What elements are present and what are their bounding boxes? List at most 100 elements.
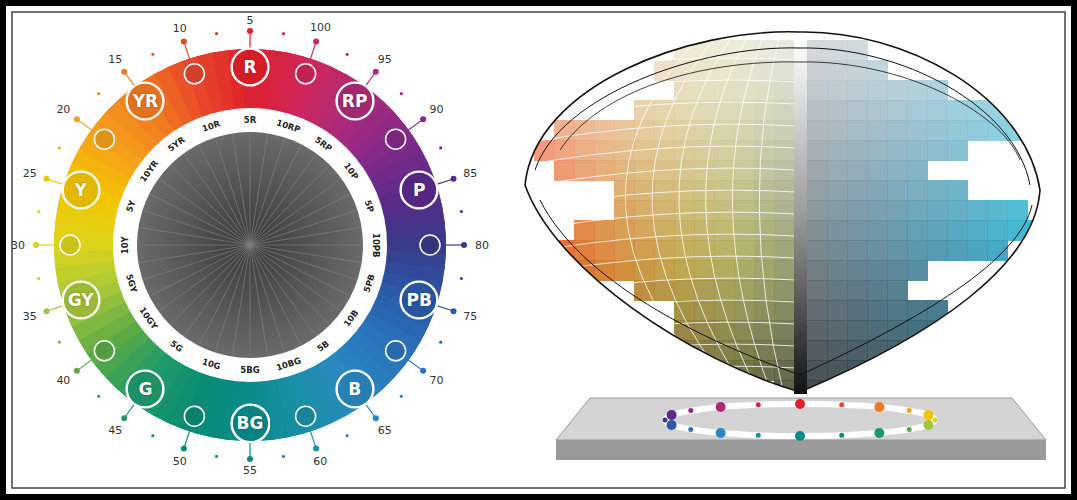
color-chip	[967, 220, 988, 241]
frame	[3, 3, 1074, 497]
color-chip	[887, 140, 908, 161]
color-chip	[807, 40, 828, 61]
color-chip	[807, 300, 828, 321]
hue-dot	[461, 242, 467, 248]
inner-frame	[12, 12, 1065, 488]
spoke	[150, 245, 250, 296]
base-dot	[923, 420, 933, 430]
color-chip	[594, 220, 615, 241]
color-chip	[694, 340, 715, 361]
hue-notation: 10G	[201, 357, 222, 371]
color-chip	[867, 320, 888, 341]
color-chip	[714, 160, 735, 181]
color-chip	[674, 80, 695, 101]
hue-dot-small	[97, 395, 100, 398]
hue-number: 55	[243, 465, 257, 476]
color-chip	[1007, 200, 1028, 221]
color-chip	[827, 360, 848, 381]
color-chip	[807, 100, 828, 121]
hue-dot	[373, 415, 379, 421]
circle-fill	[62, 172, 99, 209]
spoke	[184, 154, 250, 245]
base-dot	[795, 431, 805, 441]
color-chip	[927, 320, 948, 341]
color-chip	[867, 100, 888, 121]
hue-letter: R	[243, 57, 256, 77]
circle-fill	[232, 49, 269, 86]
hue-notation: 5B	[316, 339, 331, 353]
hue-dot-small	[151, 434, 154, 437]
hue-number: 20	[56, 104, 70, 115]
hue-dot-small	[439, 341, 442, 344]
hue-dot	[313, 446, 319, 452]
hue-notation: 5YR	[166, 135, 186, 153]
hue-dot	[181, 446, 187, 452]
circle-fill	[127, 83, 164, 120]
spoke	[143, 245, 250, 280]
hue-dot	[451, 176, 457, 182]
hue-number: 15	[108, 54, 122, 65]
color-chip	[754, 240, 775, 261]
leader-line	[366, 73, 375, 85]
color-chip	[867, 340, 888, 361]
leader-line	[366, 404, 375, 416]
grid-line	[520, 168, 796, 188]
hue-notation: 10B	[342, 309, 360, 329]
color-chip	[734, 280, 755, 301]
grid-line	[520, 190, 796, 210]
base-dot	[839, 433, 844, 438]
color-chip	[947, 140, 968, 161]
hue-circle: GY	[61, 280, 101, 320]
color-chip	[674, 160, 695, 181]
hue-notation: 10BG	[275, 356, 302, 372]
hue-dot-small	[346, 53, 349, 56]
color-chip	[714, 300, 735, 321]
wire-line	[535, 48, 1030, 185]
color-chip	[674, 60, 695, 81]
spoke	[250, 245, 362, 246]
circle-fill	[336, 371, 373, 408]
color-chip	[827, 340, 848, 361]
color-chip	[927, 220, 948, 241]
color-chip	[887, 160, 908, 181]
base-dot	[688, 427, 693, 432]
color-chip	[847, 120, 868, 141]
hue-notation: 5RP	[313, 135, 333, 153]
hue-dot-small	[97, 92, 100, 95]
spoke	[138, 245, 250, 246]
color-chip	[807, 320, 828, 341]
hue-notation: 10R	[201, 119, 221, 133]
color-chip	[987, 200, 1008, 221]
hue-dot	[451, 308, 457, 314]
hue-notation: 10Y	[121, 236, 130, 254]
leader-line	[309, 43, 315, 62]
color-chip	[987, 240, 1008, 261]
leader-line	[38, 244, 58, 245]
color-chip	[847, 320, 868, 341]
hue-dot-small	[282, 455, 285, 458]
spoke	[250, 134, 268, 245]
leader-line	[184, 428, 190, 447]
color-chip	[847, 160, 868, 181]
hue-circle: PB	[399, 280, 439, 320]
hue-circle-small	[296, 64, 316, 84]
color-chip	[654, 100, 675, 121]
color-chip	[907, 80, 928, 101]
color-chip	[754, 140, 775, 161]
hue-number: 80	[475, 240, 489, 251]
hue-dot-small	[400, 395, 403, 398]
color-chip	[694, 300, 715, 321]
leader-line	[249, 33, 250, 48]
color-chip	[907, 260, 928, 281]
color-chip	[907, 180, 928, 201]
spoke	[250, 210, 357, 245]
color-chip	[574, 120, 595, 141]
hue-letter: G	[138, 379, 152, 399]
color-chip	[807, 240, 828, 261]
base-dot	[667, 410, 677, 420]
hue-dot-small	[346, 434, 349, 437]
color-chip	[887, 120, 908, 141]
spoke	[184, 245, 250, 336]
color-solid	[520, 30, 1048, 460]
color-chip	[827, 180, 848, 201]
